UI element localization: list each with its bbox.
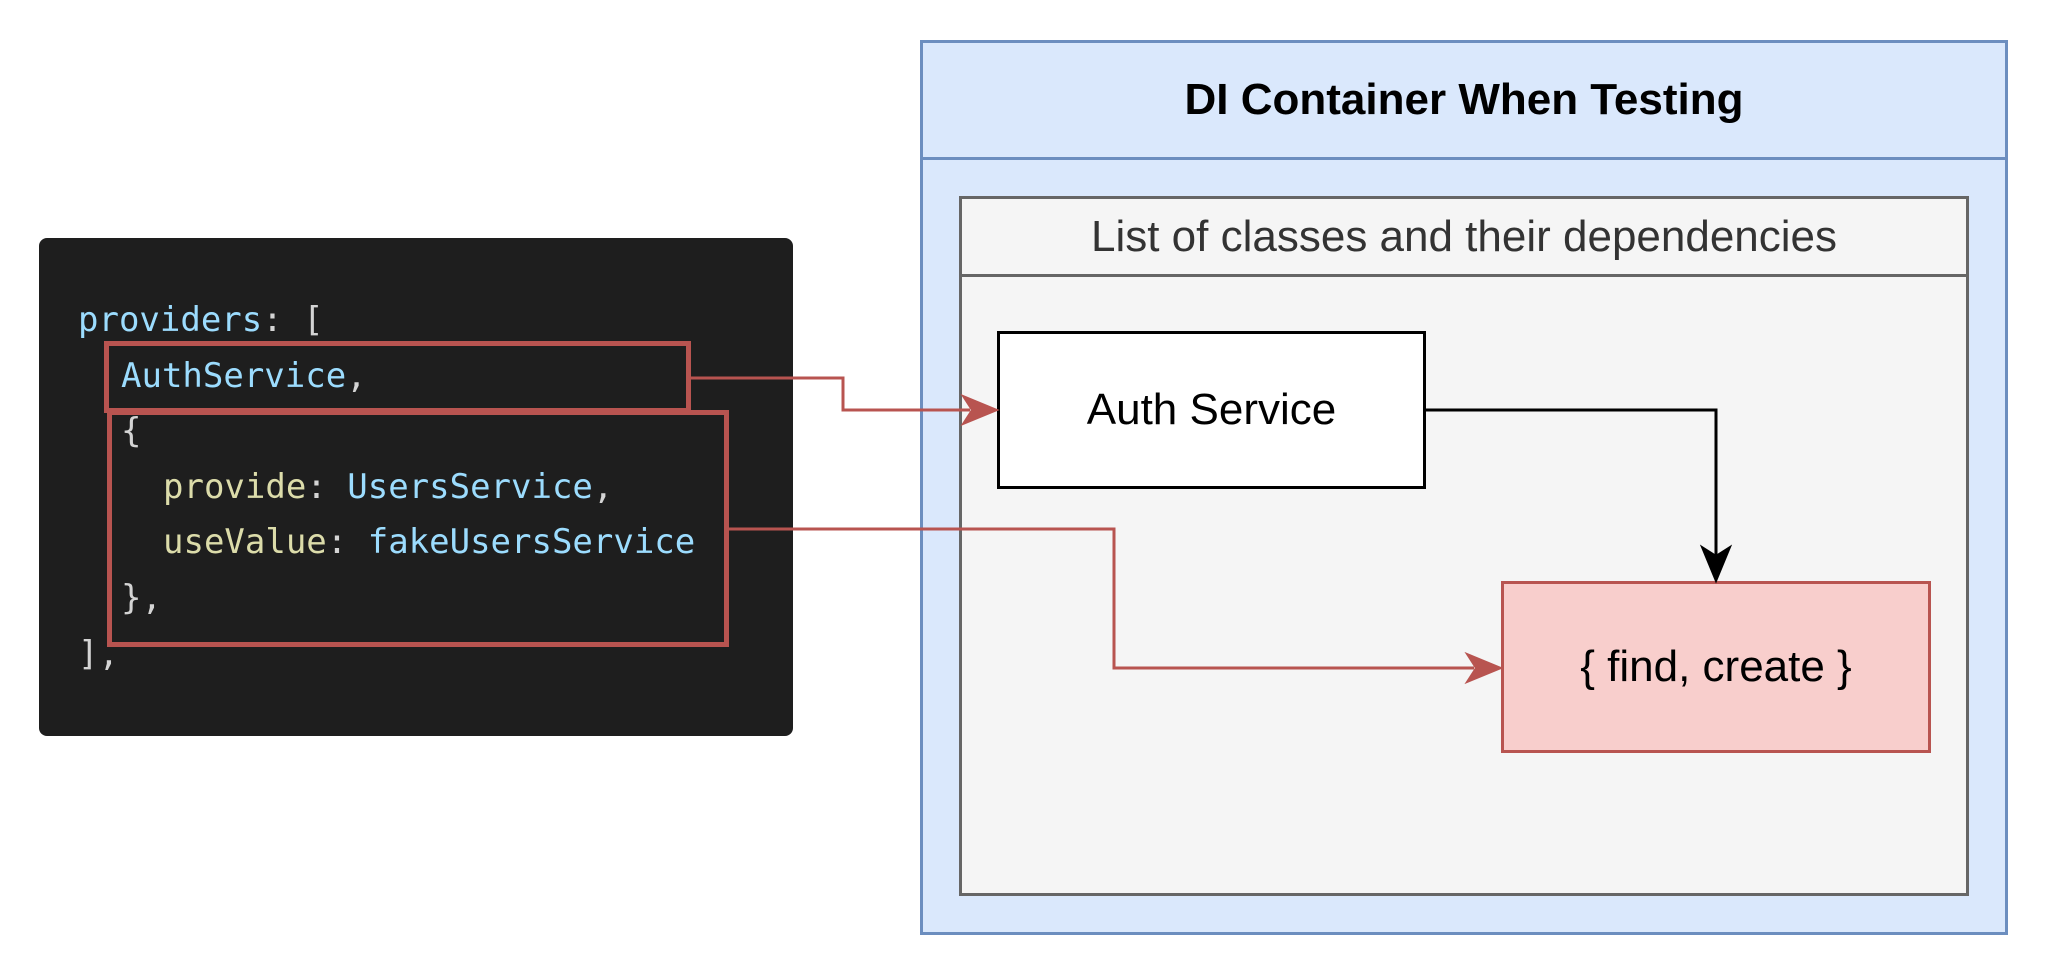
code-line-close-brace: }, xyxy=(121,578,162,618)
code-token-punct: ], xyxy=(78,634,119,674)
code-token-providers: providers xyxy=(78,300,263,340)
auth-service-node: Auth Service xyxy=(997,331,1426,489)
code-token-punct: , xyxy=(346,356,367,396)
code-token-punct: }, xyxy=(121,578,162,618)
code-token-usevalue-key: useValue xyxy=(163,522,327,562)
code-line-open-brace: { xyxy=(121,411,141,451)
fake-users-service-node: { find, create } xyxy=(1501,581,1931,753)
code-token-fakeusersservice: fakeUsersService xyxy=(367,522,696,562)
code-token-punct: { xyxy=(121,411,142,451)
dependency-list-title: List of classes and their dependencies xyxy=(962,199,1966,277)
code-token-provide-key: provide xyxy=(163,467,307,507)
code-token-punct: : [ xyxy=(262,300,324,340)
code-token-authservice: AuthService xyxy=(121,356,347,396)
code-line-close-bracket: ], xyxy=(78,634,119,674)
code-line-provide: provide: UsersService, xyxy=(163,467,613,507)
highlight-authservice xyxy=(104,341,691,413)
code-token-usersservice: UsersService xyxy=(347,467,593,507)
code-line-providers: providers: [ xyxy=(78,300,324,340)
code-line-authservice: AuthService, xyxy=(121,356,367,396)
code-token-sep: : xyxy=(306,467,348,507)
code-token-punct: , xyxy=(592,467,614,507)
di-container-title: DI Container When Testing xyxy=(923,43,2005,160)
code-panel xyxy=(39,238,793,736)
code-line-usevalue: useValue: fakeUsersService xyxy=(163,522,695,562)
code-token-sep: : xyxy=(326,522,368,562)
dependency-list: List of classes and their dependencies xyxy=(959,196,1969,896)
highlight-provider-object xyxy=(107,410,729,647)
